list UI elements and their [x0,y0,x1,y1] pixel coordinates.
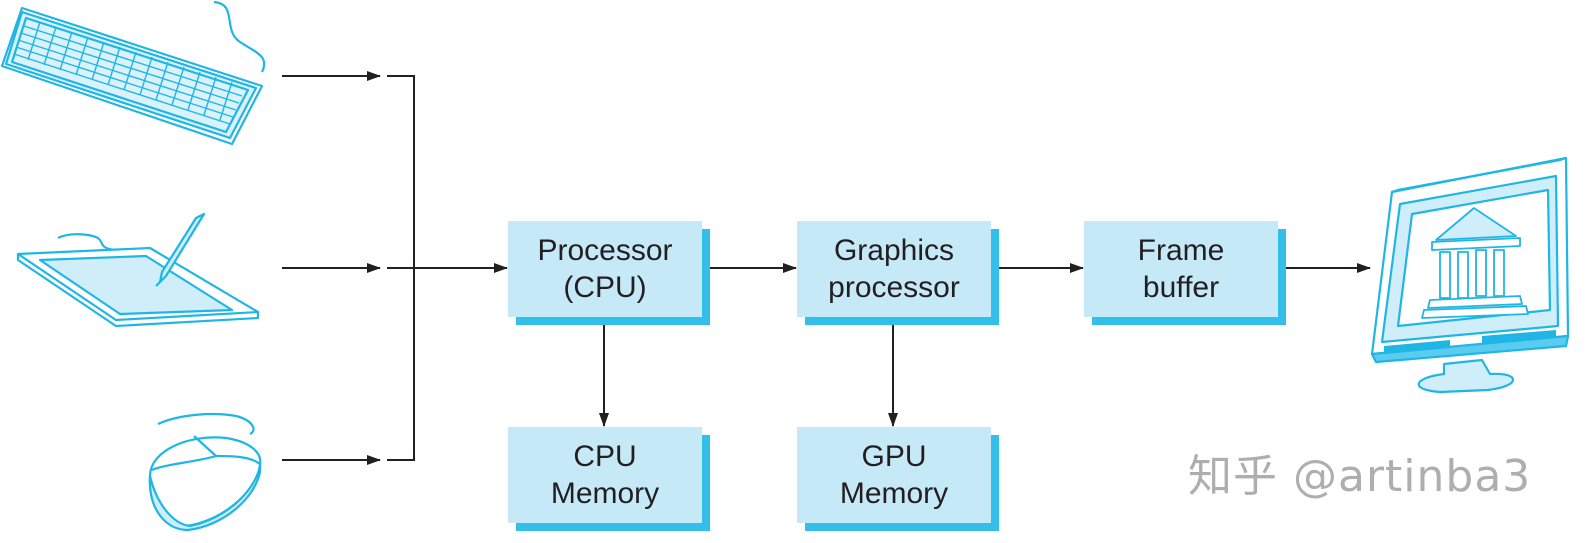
gpu-memory-box-label: GPU Memory [797,427,991,523]
framebuffer-line2: buffer [1142,271,1220,304]
framebuffer-box-label: Frame buffer [1084,221,1278,317]
cpu-line1: Processor [537,234,673,267]
cpu-memory-line2: Memory [550,477,660,510]
cpu-memory-box-label: CPU Memory [508,427,702,523]
mouse-icon [148,412,262,532]
keyboard-icon [0,0,266,146]
gpu-memory-line2: Memory [839,477,949,510]
gpu-box-label: Graphics processor [797,221,991,317]
watermark: 知乎 @artinba3 [1188,451,1532,502]
gpu-memory-box: GPU Memory [797,427,991,523]
graphics-tablet-icon [16,212,260,328]
framebuffer-line1: Frame [1137,234,1225,267]
cpu-box-label: Processor (CPU) [508,221,702,317]
cpu-memory-box: CPU Memory [508,427,702,523]
framebuffer-box: Frame buffer [1084,221,1278,317]
gpu-box: Graphics processor [797,221,991,317]
monitor-icon [1370,156,1570,394]
cpu-line2: (CPU) [563,271,647,304]
gpu-line2: processor [828,271,960,304]
cpu-memory-line1: CPU [573,440,637,473]
cpu-box: Processor (CPU) [508,221,702,317]
gpu-memory-line1: GPU [861,440,927,473]
gpu-line1: Graphics [833,234,955,267]
